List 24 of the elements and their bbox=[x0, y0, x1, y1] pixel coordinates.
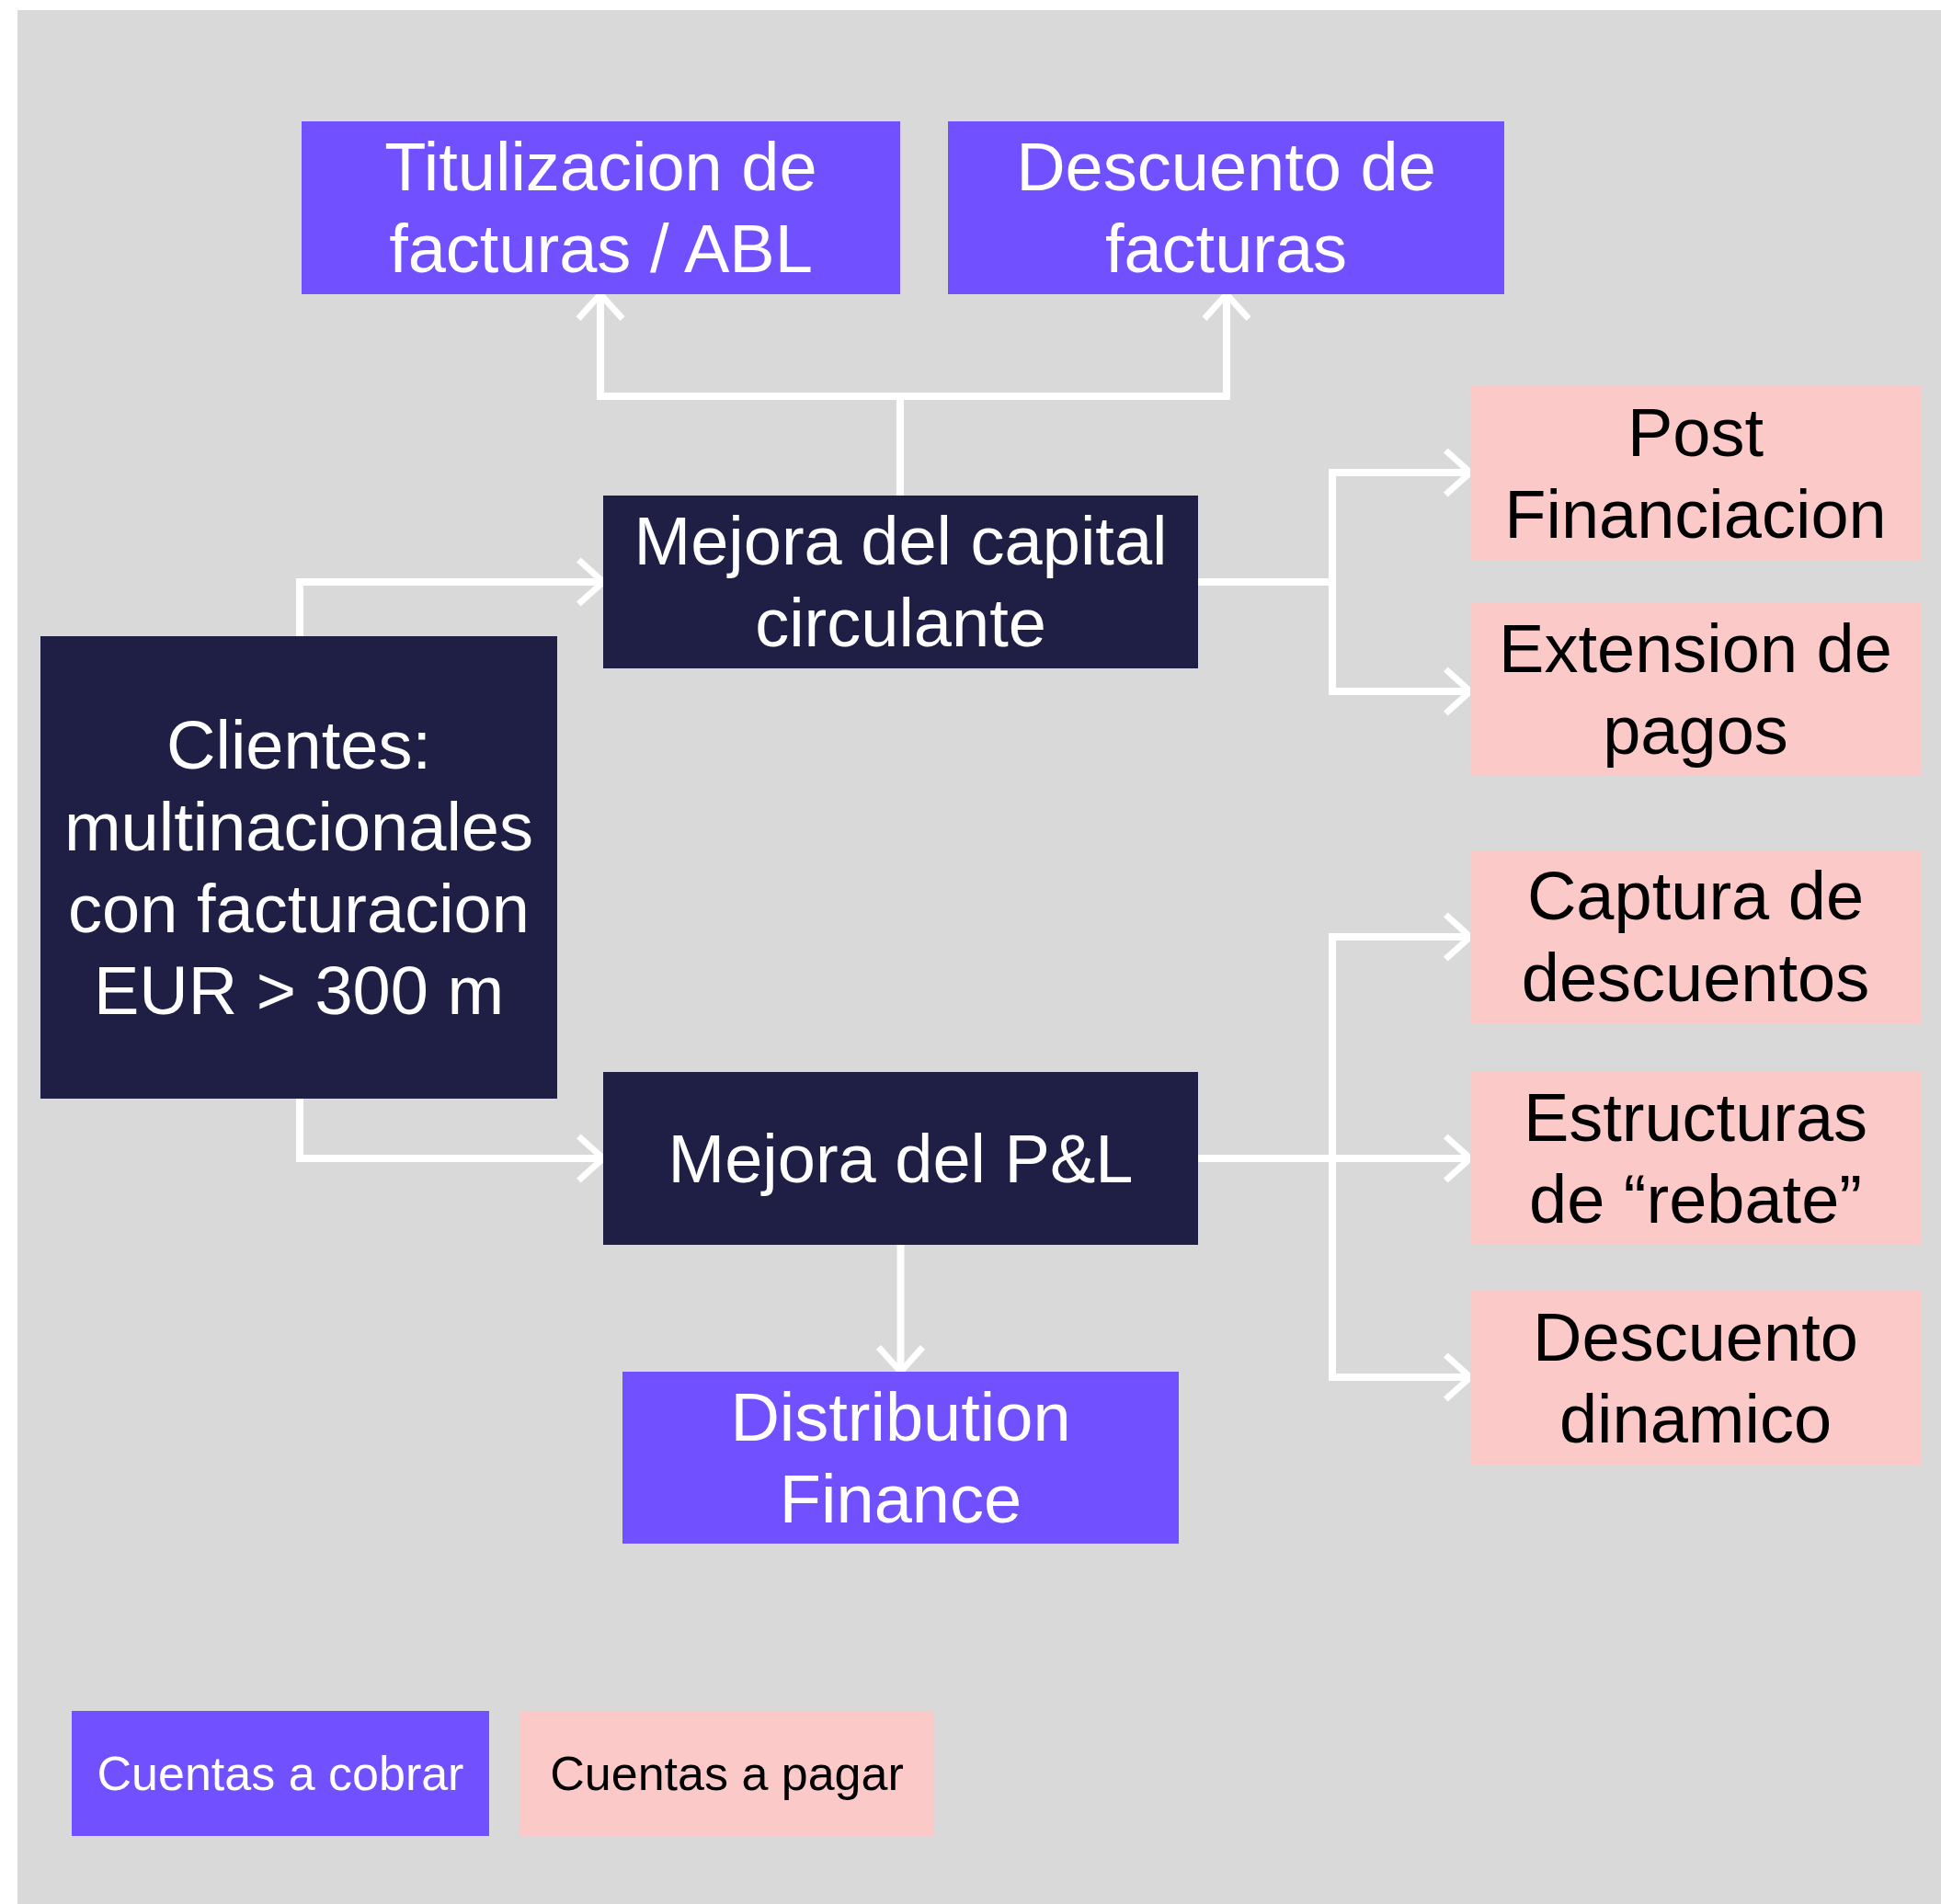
process-box bbox=[1470, 603, 1921, 776]
process-box bbox=[1470, 1291, 1921, 1465]
legend-label: Cuentas a cobrar bbox=[97, 1746, 464, 1801]
box-label: Descuento de facturas bbox=[1015, 128, 1437, 289]
box-label: Distribution Finance bbox=[729, 1377, 1072, 1539]
box-label: Captura de descuentos bbox=[1520, 857, 1871, 1018]
box-label: Clientes: multinacionales con facturacion EUR > 300 m bbox=[63, 705, 535, 1031]
process-box bbox=[948, 121, 1504, 294]
box-label: Titulizacion de facturas / ABL bbox=[383, 128, 818, 289]
box-label: Post Financiacion bbox=[1503, 393, 1888, 554]
process-box bbox=[1470, 850, 1921, 1023]
process-box bbox=[1470, 386, 1921, 560]
box-label: Extension de pagos bbox=[1498, 610, 1893, 770]
legend-label: Cuentas a pagar bbox=[550, 1746, 904, 1801]
process-box bbox=[603, 1072, 1198, 1245]
box-label: Mejora del P&L bbox=[668, 1119, 1134, 1199]
process-box bbox=[1470, 1072, 1921, 1245]
box-label: Estructuras de “rebate” bbox=[1522, 1078, 1869, 1239]
process-box bbox=[302, 121, 900, 294]
process-box bbox=[622, 1372, 1179, 1544]
process-box bbox=[40, 636, 557, 1099]
process-box bbox=[603, 496, 1198, 668]
box-label: Descuento dinamico bbox=[1532, 1297, 1859, 1459]
box-label: Mejora del capital circulante bbox=[633, 502, 1169, 663]
